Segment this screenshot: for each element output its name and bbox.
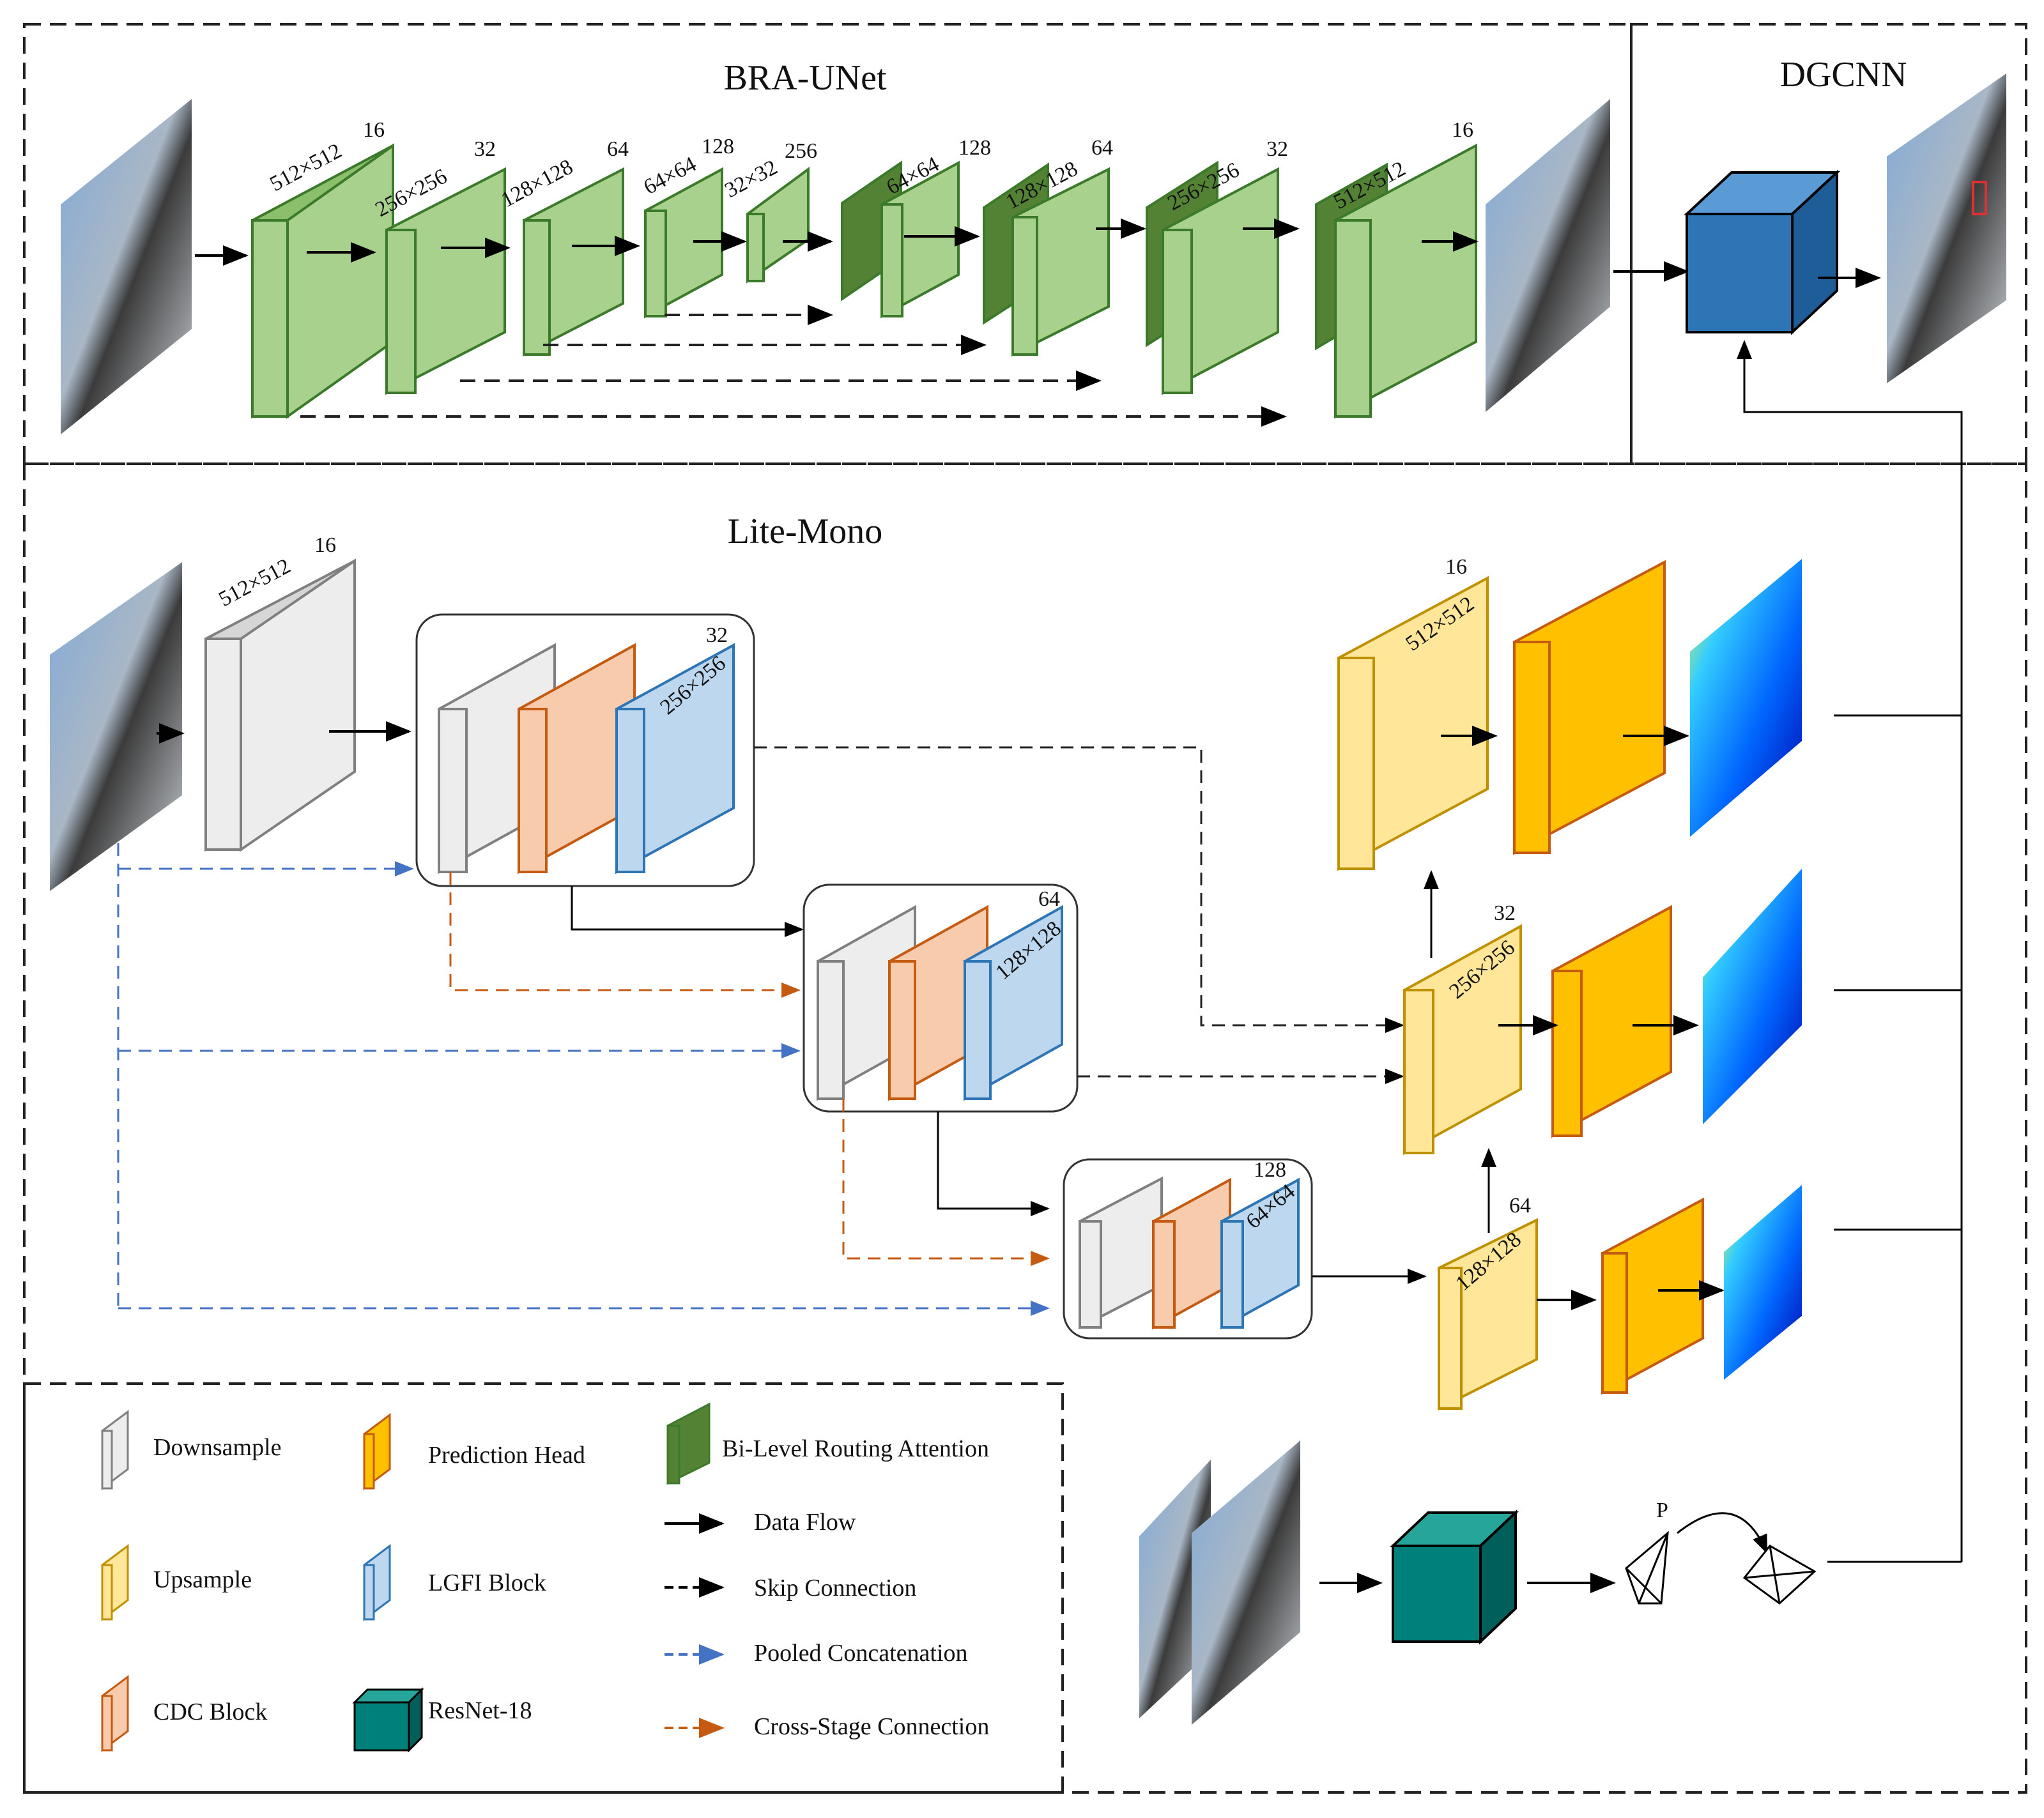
svg-text:Downsample: Downsample [153, 1434, 282, 1461]
enc-ch-1: 16 [363, 118, 385, 142]
legend-bra: Bi-Level Routing Attention [666, 1402, 989, 1485]
legend-downsample: Downsample [101, 1410, 282, 1490]
enc-block-4 [644, 167, 723, 319]
prediction-head-1 [1513, 560, 1666, 855]
camera-pose-icon-2 [1742, 1545, 1817, 1605]
prediction-head-2 [1551, 905, 1672, 1138]
pose-input-images [1139, 1440, 1300, 1725]
depth-map-2 [1703, 869, 1802, 1124]
svg-text:Upsample: Upsample [153, 1566, 252, 1593]
svg-text:Prediction Head: Prediction Head [428, 1442, 585, 1469]
bra-encoder-arrows [307, 231, 833, 263]
lite-stem-ch: 16 [314, 533, 336, 557]
upsample-2 [1403, 924, 1522, 1156]
enc-ch-5: 256 [785, 139, 817, 163]
legend-skip-connection: Skip Connection [665, 1575, 916, 1601]
head-arrows [1441, 726, 1725, 1310]
bra-output-image [1486, 99, 1610, 412]
lite-input-image [50, 562, 182, 891]
dec-ch-3: 32 [1266, 137, 1288, 161]
svg-text:Data Flow: Data Flow [754, 1509, 856, 1536]
dec-block-4 [1315, 143, 1477, 419]
up3-ch: 64 [1509, 1194, 1531, 1218]
svg-text:Pooled Concatenation: Pooled Concatenation [754, 1640, 968, 1667]
dec-ch-1: 128 [958, 136, 991, 160]
dgcnn-title: DGCNN [1779, 55, 1907, 95]
enc-block-1 [251, 143, 394, 419]
enc-block-5 [746, 167, 810, 284]
dgcnn-cube [1683, 169, 1841, 335]
lite-stage-1: 256×256 32 [415, 613, 755, 887]
stage1-ch: 32 [706, 623, 728, 647]
legend-cdc-block: CDC Block [101, 1675, 267, 1752]
upsample-up-arrows [1424, 870, 1496, 1233]
legend-prediction-head: Prediction Head [363, 1413, 585, 1490]
lite-stem-block [204, 558, 356, 852]
dec-ch-4: 16 [1452, 118, 1473, 142]
section-frames [23, 23, 2027, 1794]
legend-pooled-concatenation: Pooled Concatenation [665, 1640, 968, 1667]
up1-ch: 16 [1445, 555, 1467, 579]
legend-upsample: Upsample [101, 1544, 252, 1621]
lite-mono-title: Lite-Mono [728, 512, 883, 551]
lite-data-flow [571, 886, 1427, 1284]
pose-label: P [1656, 1499, 1668, 1522]
detection-box-icon [1972, 181, 1987, 215]
svg-text:ResNet-18: ResNet-18 [428, 1697, 532, 1724]
svg-text:CDC Block: CDC Block [153, 1699, 267, 1725]
cross-stage-lines [449, 872, 1050, 1266]
dec-block-2 [983, 162, 1110, 357]
dec-block-1 [841, 160, 960, 319]
lite-stage-2: 128×128 64 [803, 883, 1079, 1113]
enc-ch-2: 32 [474, 137, 496, 161]
lite-stage-3: 64×64 128 [1063, 1158, 1313, 1340]
bra-decoder-arrows [904, 218, 1479, 252]
enc-ch-4: 128 [702, 135, 734, 158]
legend: Downsample Upsample CDC Block Prediction… [101, 1402, 989, 1753]
bra-encoder [251, 143, 810, 419]
svg-text:LGFI Block: LGFI Block [428, 1570, 546, 1596]
enc-block-2 [385, 167, 506, 395]
upsample-1 [1337, 576, 1489, 871]
depth-map-3 [1724, 1185, 1802, 1380]
resnet18-cube [1389, 1509, 1519, 1645]
bra-input-image [61, 99, 192, 434]
legend-lgfi-block: LGFI Block [363, 1544, 546, 1621]
stage3-ch: 128 [1254, 1158, 1286, 1182]
legend-data-flow: Data Flow [665, 1509, 856, 1536]
pooled-concatenation-lines [117, 843, 1050, 1316]
bra-decoder [841, 143, 1477, 419]
upsample-3 [1438, 1218, 1538, 1411]
svg-text:Skip Connection: Skip Connection [754, 1575, 916, 1601]
svg-text:Cross-Stage Connection: Cross-Stage Connection [754, 1713, 989, 1740]
enc-block-3 [523, 167, 624, 357]
legend-resnet18: ResNet-18 [352, 1687, 532, 1753]
dec-block-3 [1146, 160, 1279, 395]
up2-ch: 32 [1494, 901, 1516, 925]
enc-ch-3: 64 [607, 137, 629, 161]
stage2-ch: 64 [1038, 887, 1060, 911]
depth-map-1 [1690, 559, 1802, 837]
svg-text:Bi-Level Routing Attention: Bi-Level Routing Attention [722, 1435, 989, 1462]
dgcnn-output-image [1887, 73, 2006, 383]
camera-pose-icon-1 [1625, 1531, 1669, 1605]
legend-frame [23, 1382, 1064, 1794]
bra-skip-connections [300, 305, 1287, 427]
prediction-head-3 [1601, 1197, 1704, 1395]
legend-cross-stage-connection: Cross-Stage Connection [665, 1713, 989, 1740]
dec-ch-2: 64 [1091, 136, 1113, 160]
bra-unet-title: BRA-UNet [723, 58, 887, 98]
lite-skip-lines [754, 746, 1404, 1084]
